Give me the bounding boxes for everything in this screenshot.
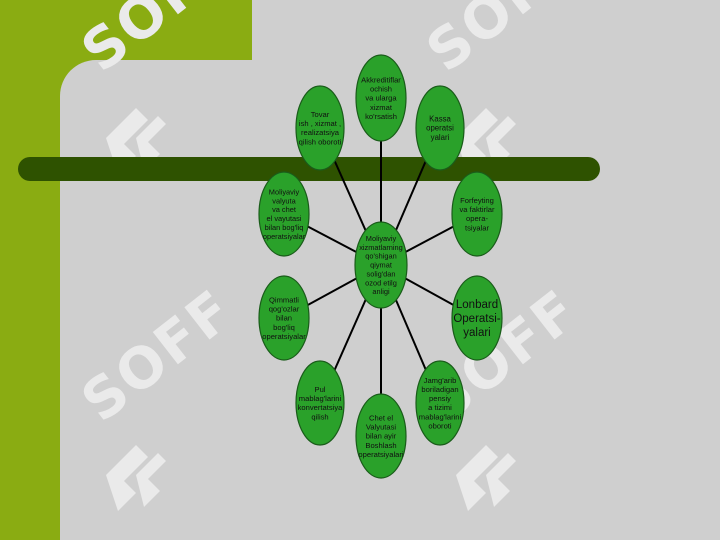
node-moliyaviy-valyuta-label-line: bilan bog'liq: [265, 223, 304, 232]
center-node-label-line: xizmatlarning: [359, 243, 403, 252]
node-chet-el-valyuta-label-line: Chet el: [369, 413, 393, 422]
node-moliyaviy-valyuta-label-line: va chet: [272, 205, 296, 214]
node-ellipse: [451, 275, 503, 361]
node-qimmatli-qogoz-label-line: Qimmatli: [269, 295, 299, 304]
node-ellipse: [258, 275, 310, 361]
node-ellipse: [415, 360, 465, 446]
node-qimmatli-qogoz-label-line: bog'liq: [273, 323, 295, 332]
node-qimmatli-qogoz-label-line: qog'ozlar: [269, 305, 300, 314]
node-tovar-label-line: realizatsiya: [301, 128, 340, 137]
left-accent-band: [0, 0, 60, 540]
node-chet-el-valyuta-label-line: Boshlash: [365, 441, 396, 450]
node-jamgarib-label-line: Jamg'arib: [424, 376, 457, 385]
node-chet-el-valyuta-label-line: bilan ayir: [366, 432, 397, 441]
node-ellipse: [451, 171, 503, 257]
node-moliyaviy-valyuta-label-line: el vayutasi: [267, 214, 302, 223]
node-lonbard-label-line: Lonbard: [456, 299, 498, 311]
node-ellipse: [355, 393, 407, 479]
node-lonbard-label-line: yalari: [463, 327, 490, 339]
center-node-label-line: qo'shigan: [365, 252, 396, 261]
node-forfeyting-label-line: Forfeyting: [460, 196, 494, 205]
node-ellipse: [258, 171, 310, 257]
node-ellipse: [295, 85, 345, 171]
node-forfeyting-label-line: tsiyalar: [465, 223, 490, 232]
node-kassa-label-line: yalari: [431, 133, 450, 142]
node-lonbard-label-line: Operatsi-: [453, 313, 500, 325]
node-kassa-label-line: Kassa: [429, 114, 451, 123]
node-forfeyting-label-line: va faktirlar: [459, 205, 494, 214]
watermark-logo-icon: [456, 445, 516, 511]
node-ellipse: [295, 360, 345, 446]
node-tovar-label-line: qilish oboroti: [299, 137, 342, 146]
node-chet-el-valyuta-label-line: operatsiyalari: [358, 450, 403, 459]
node-jamgarib-label-line: mablag'larini: [419, 412, 462, 421]
node-qimmatli-qogoz-label-line: operatsiyalar: [262, 332, 306, 341]
node-akkreditiv-label-line: ko'rsatish: [365, 112, 397, 121]
center-node-label-line: ozod etilg: [365, 278, 397, 287]
node-pul-mablag-label-line: Pul: [315, 385, 326, 394]
center-node: Moliyaviyxizmatlarningqo'shiganqiymatsol…: [354, 221, 408, 309]
node-jamgarib-label-line: pensiy: [429, 394, 451, 403]
center-node-label-line: solig'dan: [367, 269, 396, 278]
node-pul-mablag-label-line: mablag'larini: [299, 394, 342, 403]
node-pul-mablag-label-line: qilish: [311, 412, 328, 421]
node-qimmatli-qogoz: Qimmatliqog'ozlarbilanbog'liqoperatsiyal…: [258, 275, 310, 361]
node-akkreditiv-label-line: va ularga: [365, 94, 397, 103]
node-moliyaviy-valyuta-label-line: valyuta: [272, 196, 296, 205]
center-node-ellipse: [354, 221, 408, 309]
center-node-label-line: qiymat: [370, 261, 392, 270]
node-moliyaviy-valyuta-label-line: operatsiyalar: [263, 232, 306, 241]
node-jamgarib-label-line: boriladigan: [421, 385, 458, 394]
node-akkreditiv-label-line: ochish: [370, 85, 392, 94]
center-node-label-line: anligi: [372, 287, 390, 296]
node-chet-el-valyuta-label-line: Valyutasi: [366, 423, 397, 432]
top-accent-band: [0, 0, 252, 60]
node-akkreditiv-label-line: Akkreditiflar: [361, 75, 401, 84]
node-forfeyting-label-line: opera-: [466, 214, 488, 223]
node-tovar-label-line: Tovar: [311, 110, 330, 119]
node-moliyaviy-valyuta-label-line: Moliyaviy: [269, 187, 300, 196]
node-akkreditiv-label-line: xizmat: [370, 103, 393, 112]
node-ellipse: [415, 85, 465, 171]
node-jamgarib-label-line: a tizimi: [428, 403, 452, 412]
node-pul-mablag-label-line: konvertatsiya: [298, 403, 344, 412]
node-ellipse: [355, 54, 407, 142]
node-tovar-label-line: ish , xizmat ,: [299, 119, 341, 128]
node-qimmatli-qogoz-label-line: bilan: [276, 314, 292, 323]
node-jamgarib-label-line: oboroti: [428, 421, 452, 430]
node-kassa-label-line: operatsi: [426, 124, 454, 133]
center-node-label-line: Moliyaviy: [366, 234, 397, 243]
watermark-logo-icon: [106, 445, 166, 511]
